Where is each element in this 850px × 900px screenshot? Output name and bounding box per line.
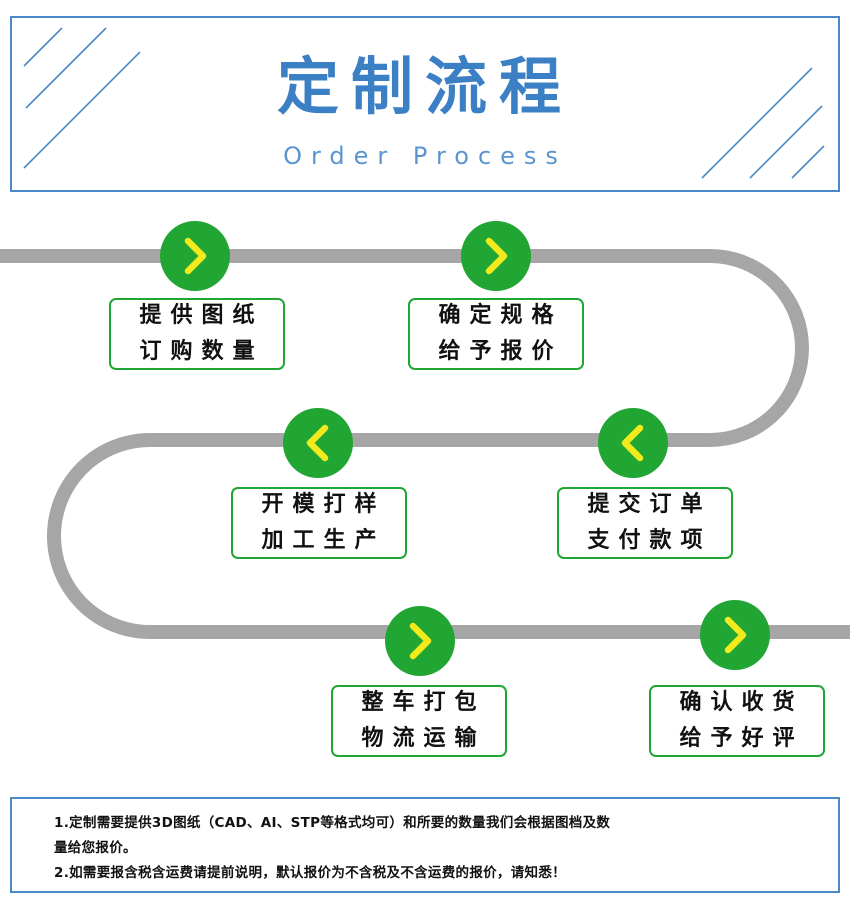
- step-2-label: 确定规格 给予报价: [408, 298, 584, 370]
- page-title: 定制流程: [276, 50, 573, 123]
- note-1-line-1: 1.定制需要提供3D图纸（CAD、AI、STP等格式均可）和所要的数量我们会根据…: [54, 815, 611, 831]
- chevron-right-icon: [485, 237, 508, 275]
- chevron-right-icon: [724, 616, 747, 654]
- chevron-left-icon: [306, 424, 329, 462]
- step-label-line: 订购数量: [139, 339, 264, 364]
- step-6-label: 确认收货 给予好评: [649, 685, 825, 757]
- step-6-node: [700, 600, 770, 670]
- chevron-right-icon: [184, 237, 207, 275]
- step-label-line: 提交订单: [587, 492, 712, 517]
- step-label-line: 支付款项: [587, 528, 712, 553]
- step-label-line: 整车打包: [361, 690, 486, 715]
- chevron-right-icon: [409, 622, 432, 660]
- step-2-node: [461, 221, 531, 291]
- step-label-line: 开模打样: [261, 492, 386, 517]
- step-label-line: 提供图纸: [139, 303, 264, 328]
- page-subtitle: Order Process: [283, 142, 567, 170]
- step-label-line: 加工生产: [261, 528, 386, 553]
- step-1-label: 提供图纸 订购数量: [109, 298, 285, 370]
- notes-panel: 1.定制需要提供3D图纸（CAD、AI、STP等格式均可）和所要的数量我们会根据…: [10, 797, 840, 893]
- step-label-line: 给予好评: [679, 726, 804, 751]
- step-4-node: [283, 408, 353, 478]
- note-1-line-2: 量给您报价。: [54, 840, 137, 856]
- step-label-line: 物流运输: [361, 726, 486, 751]
- header-panel: 定制流程 Order Process: [10, 16, 840, 192]
- chevron-left-icon: [621, 424, 644, 462]
- step-1-node: [160, 221, 230, 291]
- step-label-line: 确定规格: [438, 303, 563, 328]
- step-5-label: 整车打包 物流运输: [331, 685, 507, 757]
- step-label-line: 给予报价: [438, 339, 563, 364]
- step-5-node: [385, 606, 455, 676]
- step-3-label: 提交订单 支付款项: [557, 487, 733, 559]
- step-label-line: 确认收货: [679, 690, 804, 715]
- note-2: 2.如需要报含税含运费请提前说明，默认报价为不含税及不含运费的报价，请知悉！: [54, 865, 566, 881]
- step-4-label: 开模打样 加工生产: [231, 487, 407, 559]
- header-decoration: [23, 27, 825, 179]
- step-3-node: [598, 408, 668, 478]
